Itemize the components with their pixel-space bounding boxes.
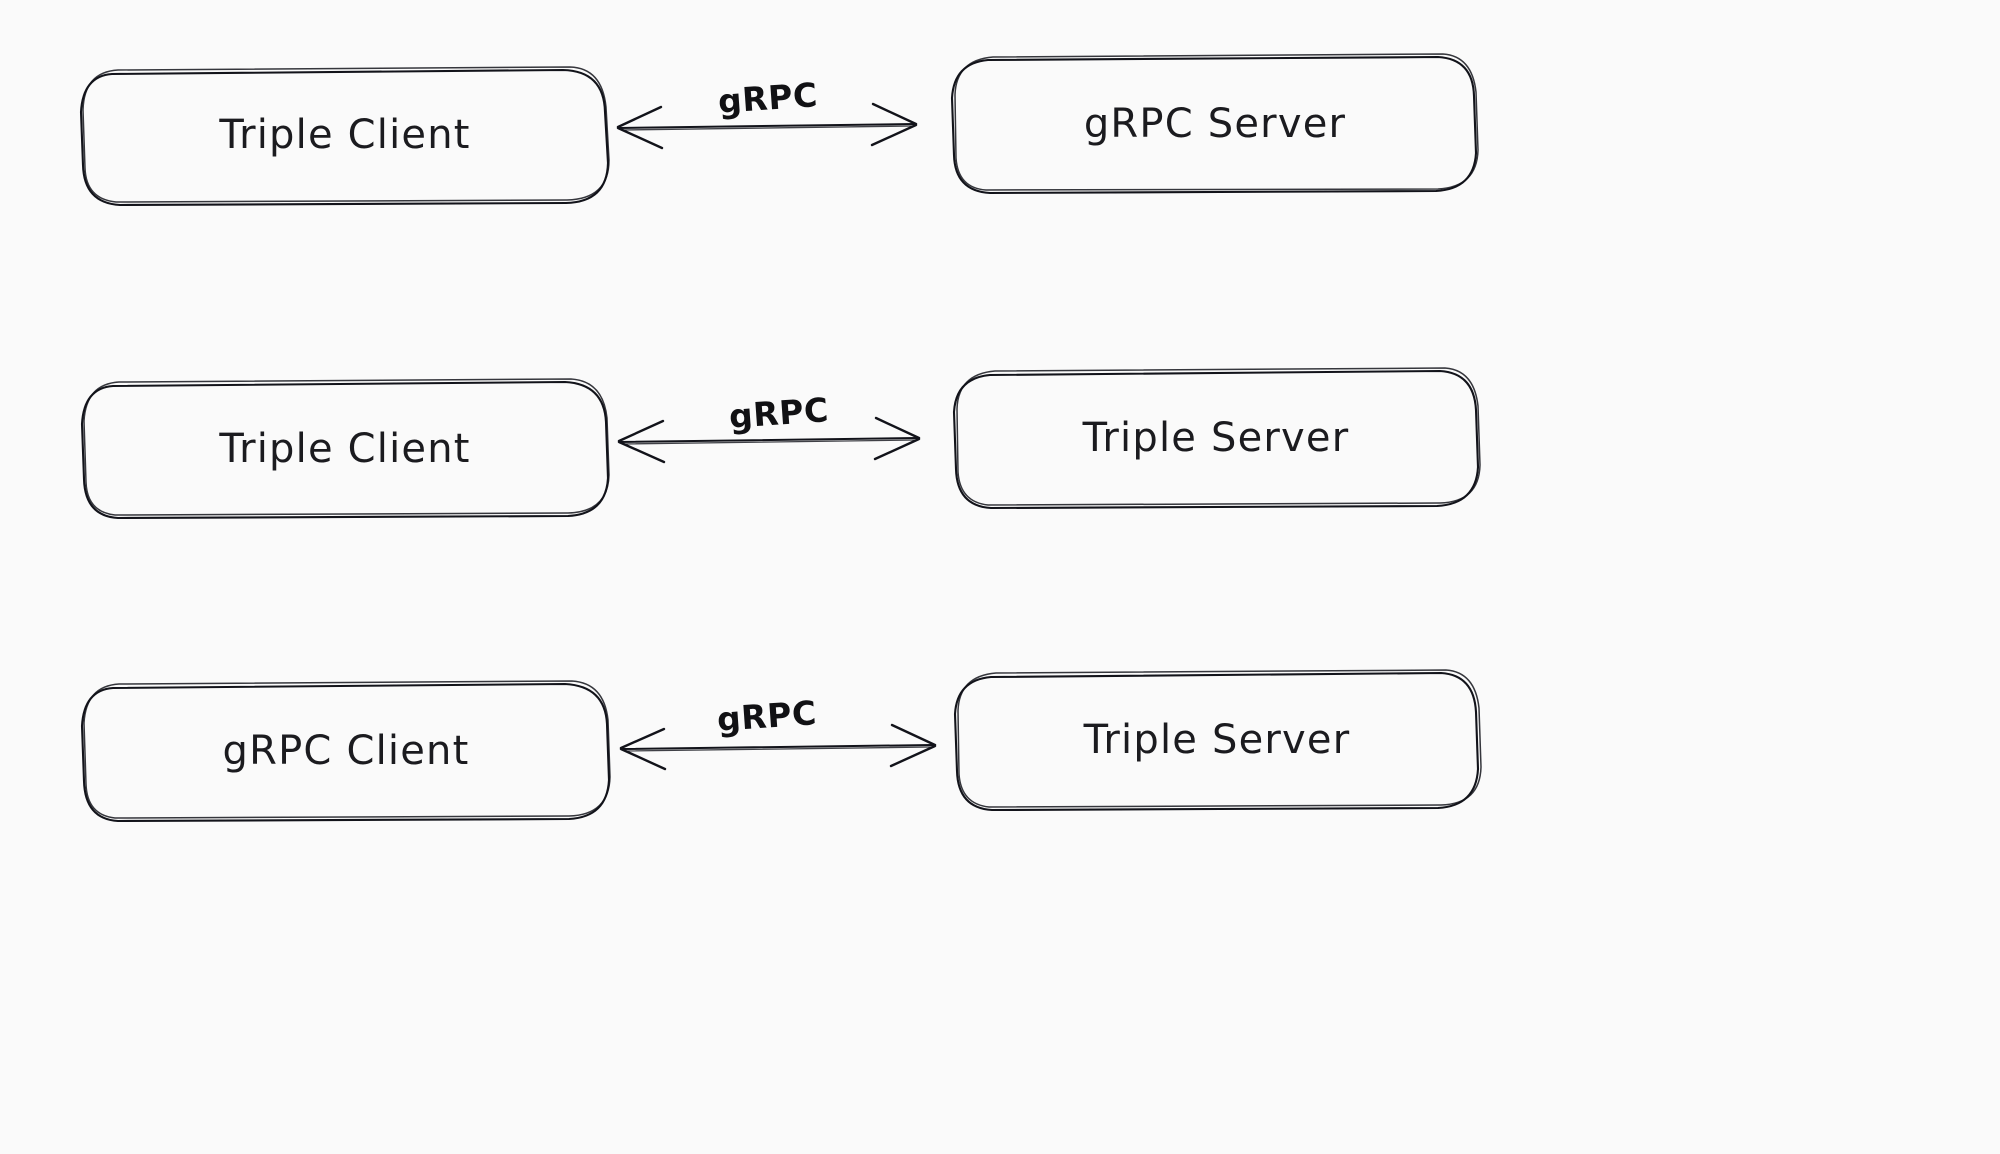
node-label-row1-left: Triple Client (218, 112, 470, 158)
node-label-row1-right: gRPC Server (1084, 101, 1346, 147)
node-label-row3-right: Triple Server (1083, 717, 1351, 763)
edge-label-row2: gRPC (728, 390, 830, 436)
node-box-row2-left[interactable]: Triple Client (80, 378, 610, 520)
edge-arrow-row3[interactable]: gRPC (619, 693, 937, 771)
node-label-row2-right: Triple Server (1082, 415, 1350, 461)
edge-arrow-row1[interactable]: gRPC (616, 75, 918, 150)
edge-label-row3: gRPC (716, 693, 818, 739)
node-box-row3-left[interactable]: gRPC Client (80, 680, 611, 823)
node-box-row1-right[interactable]: gRPC Server (950, 53, 1479, 195)
row-2: Triple Client Triple Server gRPC (80, 367, 1481, 520)
edge-label-row1: gRPC (717, 75, 819, 121)
row-1: Triple Client gRPC Server gRPC (79, 53, 1479, 207)
node-label-row3-left: gRPC Client (223, 728, 470, 774)
node-box-row2-right[interactable]: Triple Server (952, 367, 1481, 510)
node-box-row3-right[interactable]: Triple Server (953, 669, 1482, 812)
row-3: gRPC Client Triple Server gRPC (80, 669, 1482, 823)
node-label-row2-left: Triple Client (218, 426, 470, 472)
node-box-row1-left[interactable]: Triple Client (79, 66, 610, 207)
edge-arrow-row2[interactable]: gRPC (617, 390, 921, 464)
